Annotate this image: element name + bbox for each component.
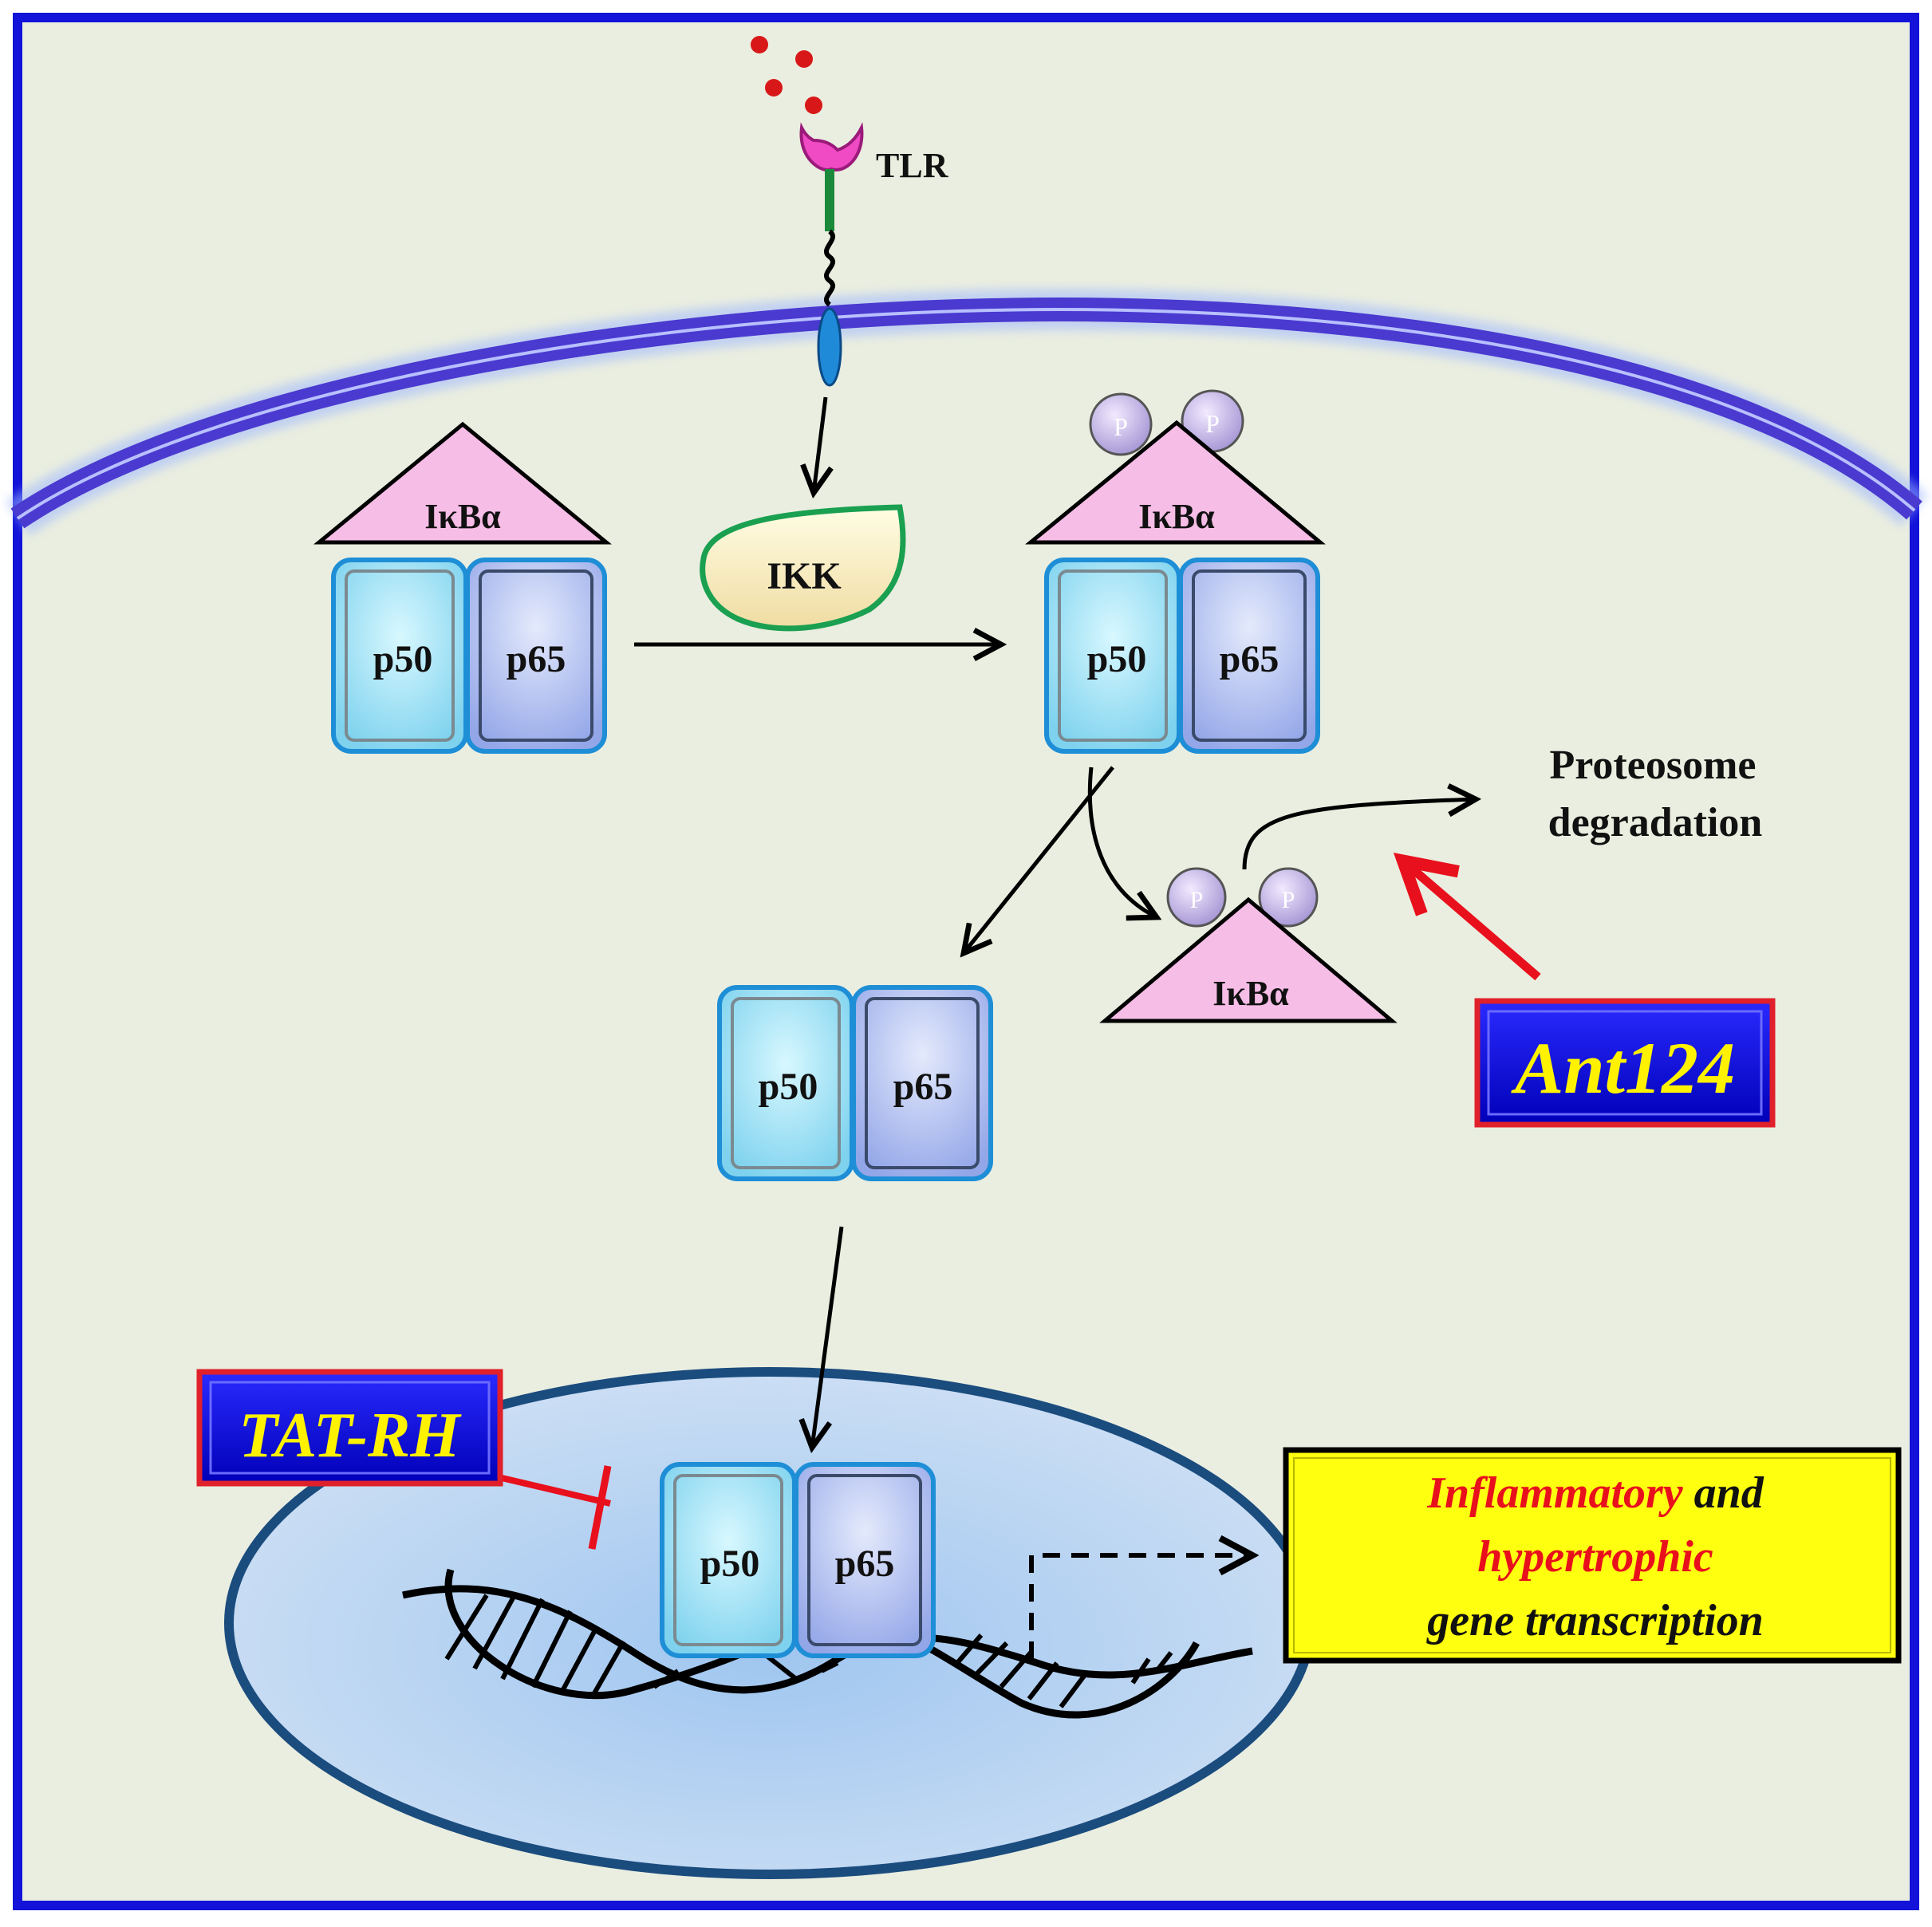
phosphate-group bbox=[1258, 867, 1319, 928]
ikba-triangle bbox=[1025, 420, 1326, 545]
p50-label: p50 bbox=[373, 638, 433, 680]
phosphate-label: P bbox=[1114, 412, 1128, 441]
p65-subunit bbox=[794, 1462, 936, 1658]
phosphate-group bbox=[1089, 392, 1153, 456]
output-gene-transcription: gene transcription bbox=[1425, 1596, 1764, 1645]
nfkb-dimer-free: p50 p65 bbox=[717, 985, 993, 1181]
output-box bbox=[1283, 1447, 1902, 1664]
nfkb-dimer-nuclear: p50 p65 bbox=[660, 1462, 936, 1658]
p65-label: p65 bbox=[835, 1543, 895, 1585]
tatrh-label: TAT-RH bbox=[239, 1401, 462, 1471]
phosphate-label: P bbox=[1190, 887, 1204, 913]
output-hypertrophic: hypertrophic bbox=[1477, 1532, 1713, 1582]
arrow-tlr-to-ikk bbox=[814, 396, 826, 493]
p50-label: p50 bbox=[1087, 638, 1147, 680]
ligand-molecules bbox=[751, 36, 822, 114]
degradation-label-line2: degradation bbox=[1548, 800, 1763, 845]
tatrh-box bbox=[196, 1369, 503, 1487]
tatrh-inhibition-line bbox=[498, 1465, 612, 1550]
arrow-release-nfkb bbox=[964, 766, 1114, 953]
arrow-nuclear-translocation bbox=[812, 1226, 844, 1448]
arrow-to-degradation bbox=[1242, 799, 1476, 870]
complex-inactive: IκBα p50 p65 bbox=[313, 421, 612, 754]
ant124-inhibition-arrow bbox=[1393, 852, 1541, 981]
output-and: and bbox=[1683, 1468, 1764, 1518]
p65-subunit bbox=[465, 558, 607, 754]
tlr-receptor bbox=[799, 122, 864, 387]
p65-label: p65 bbox=[893, 1066, 953, 1108]
ikk-kinase bbox=[700, 504, 906, 632]
ikba-triangle bbox=[1099, 897, 1398, 1023]
p65-subunit bbox=[851, 985, 993, 1181]
transcription-arrow bbox=[1029, 1555, 1252, 1659]
phosphate-group bbox=[1166, 867, 1227, 928]
phosphate-label: P bbox=[1282, 887, 1295, 913]
p65-label: p65 bbox=[1220, 638, 1279, 680]
phosphate-label: P bbox=[1205, 409, 1220, 438]
outer-frame bbox=[13, 13, 1919, 1910]
ant124-label: Ant124 bbox=[1511, 1027, 1735, 1109]
p65-subunit bbox=[1178, 558, 1320, 754]
ikba-label: IκBα bbox=[424, 497, 501, 536]
degradation-label-line1: Proteosome bbox=[1550, 743, 1757, 788]
ikba-label: IκBα bbox=[1138, 497, 1215, 536]
p50-label: p50 bbox=[759, 1066, 818, 1108]
ant124-box bbox=[1474, 998, 1776, 1128]
ikk-label: IKK bbox=[767, 555, 841, 597]
ikba-triangle bbox=[313, 421, 612, 545]
cell-membrane bbox=[6, 289, 1928, 536]
output-inflammatory: Inflammatory bbox=[1426, 1468, 1684, 1518]
p50-label: p50 bbox=[700, 1543, 760, 1585]
ikba-label: IκBα bbox=[1212, 974, 1289, 1013]
tlr-label: TLR bbox=[876, 146, 949, 185]
complex-phosphorylated: P P IκBα p50 p65 bbox=[1025, 389, 1326, 754]
p65-label: p65 bbox=[507, 638, 566, 680]
free-phospho-ikba: P P IκBα bbox=[1099, 867, 1398, 1023]
output-line1: Inflammatory and bbox=[1426, 1468, 1764, 1518]
arrow-release-ikba bbox=[1087, 766, 1157, 917]
